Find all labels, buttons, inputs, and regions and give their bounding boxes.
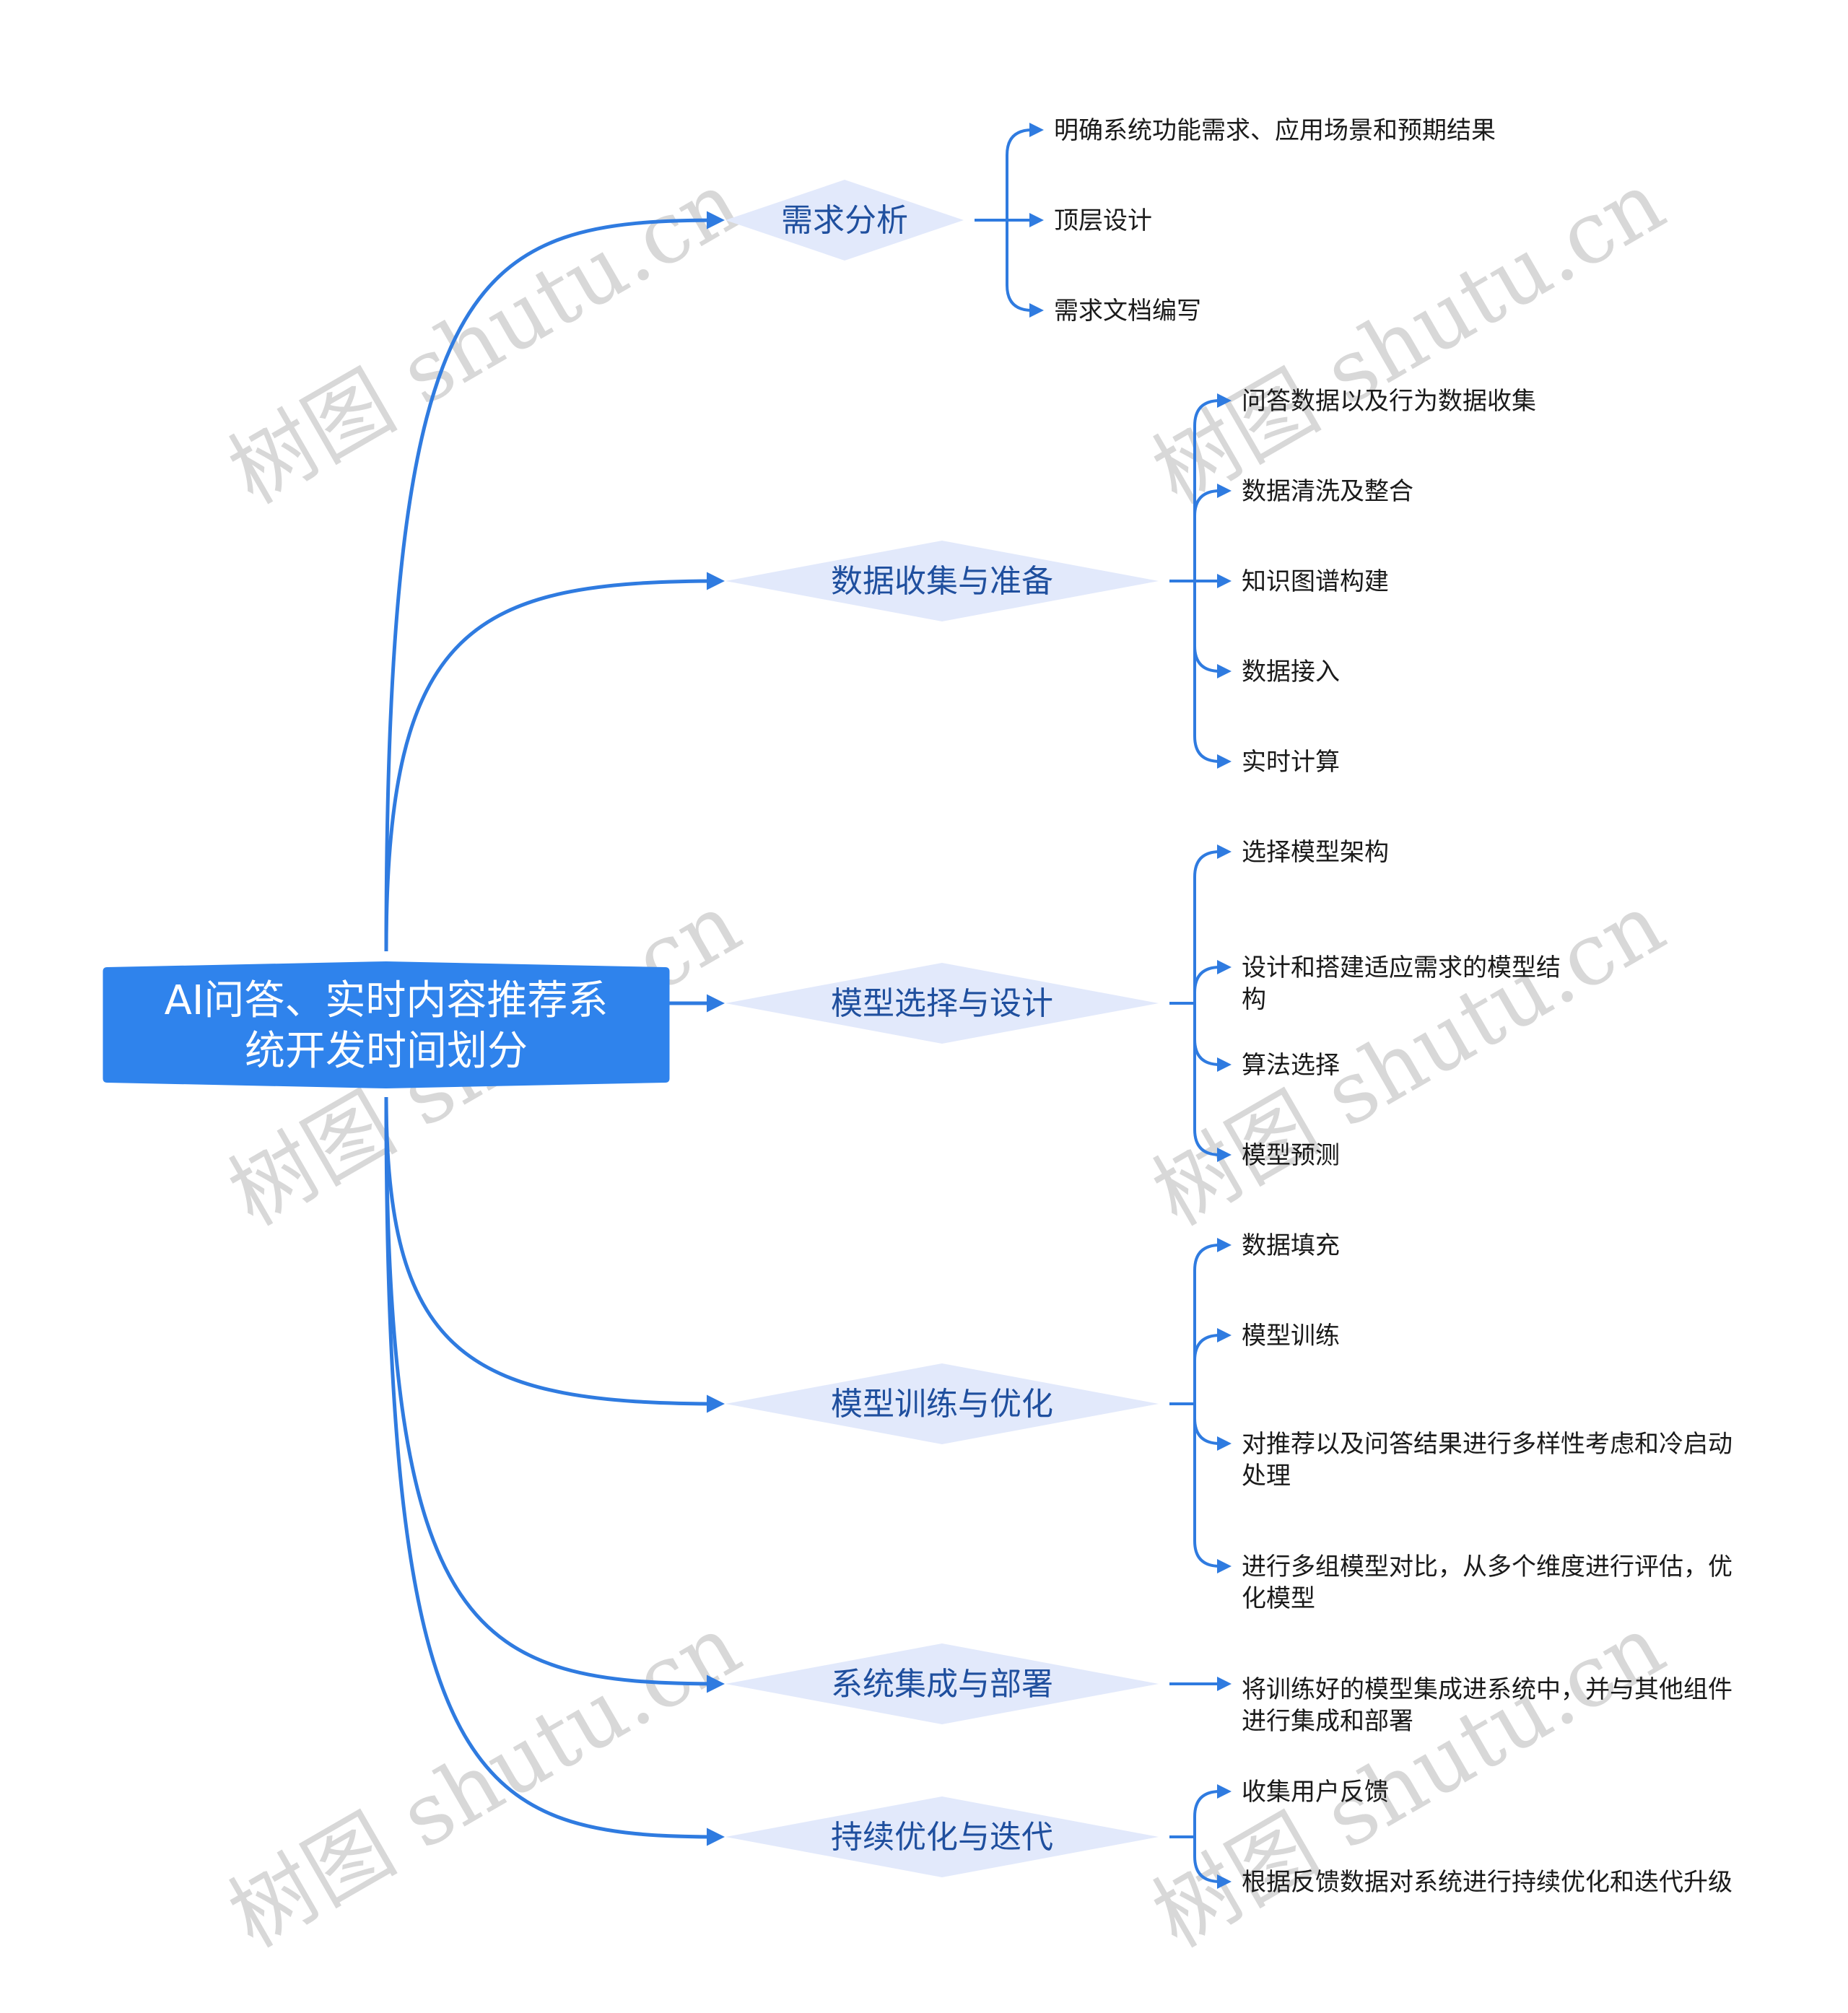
leaf-node-text[interactable]: 对推荐以及问答结果进行多样性考虑和冷启动	[1242, 1430, 1732, 1459]
branch-label: 模型训练与优化	[831, 1386, 1053, 1423]
connector-branch-to-leaf	[1193, 484, 1232, 581]
connector-root-to-branch	[384, 1096, 725, 1693]
connector-branch-to-leaf	[1193, 1404, 1232, 1451]
connector-branch-to-leaf	[1193, 844, 1232, 1003]
branch-label: 系统集成与部署	[831, 1666, 1053, 1703]
connector-branch-to-leaf	[1193, 960, 1232, 1003]
watermark-text: 树图 shutu.cn	[1137, 873, 1680, 1244]
connector-branch-to-leaf	[1193, 1003, 1232, 1162]
connector-root-to-branch	[384, 1096, 725, 1846]
connector-branch-to-leaf	[1193, 1404, 1232, 1573]
leaf-node-text[interactable]: 选择模型架构	[1242, 838, 1389, 867]
watermark-text: 树图 shutu.cn	[213, 152, 756, 523]
watermark-text: 树图 shutu.cn	[1137, 1595, 1680, 1966]
leaf-node-text[interactable]: 收集用户反馈	[1242, 1778, 1389, 1807]
branch-label: 持续优化与迭代	[831, 1819, 1053, 1856]
root-title-line: 统开发时间划分	[245, 1028, 528, 1075]
leaf-node-text[interactable]: 进行集成和部署	[1242, 1707, 1413, 1736]
branch-label: 数据收集与准备	[831, 563, 1053, 600]
connector-branch-to-leaf	[1006, 123, 1044, 220]
connector-branch-to-leaf	[1193, 581, 1232, 769]
leaf-node-text[interactable]: 化模型	[1242, 1584, 1315, 1613]
leaf-node-text[interactable]: 数据清洗及整合	[1242, 477, 1413, 506]
connector-branch-to-leaf	[1193, 581, 1232, 678]
leaf-node-text[interactable]: 问答数据以及行为数据收集	[1242, 387, 1536, 416]
connector-root-to-branch	[384, 1096, 725, 1413]
leaf-node-text[interactable]: 处理	[1242, 1462, 1291, 1490]
connector-branch-to-leaf	[1193, 1784, 1232, 1837]
leaf-node-text[interactable]: 设计和搭建适应需求的模型结	[1242, 953, 1561, 982]
leaf-node-text[interactable]: 数据接入	[1242, 658, 1340, 686]
branch-node[interactable]	[725, 1643, 1159, 1724]
watermark-text: 树图 shutu.cn	[213, 1595, 756, 1966]
leaf-node-text[interactable]: 实时计算	[1242, 748, 1340, 777]
branch-node[interactable]	[725, 180, 964, 261]
connector-branch-to-leaf	[1193, 393, 1232, 581]
connector-layer	[384, 123, 1232, 1889]
connector-branch-to-leaf	[1193, 1003, 1232, 1072]
connector-branch-to-leaf	[1193, 1238, 1232, 1404]
leaf-node-text[interactable]: 构	[1242, 985, 1266, 1014]
leaf-node-text[interactable]: 根据反馈数据对系统进行持续优化和迭代升级	[1242, 1868, 1732, 1897]
branch-node[interactable]	[725, 1363, 1159, 1444]
leaf-node-text[interactable]: 数据填充	[1242, 1231, 1340, 1260]
connector-branch-to-leaf	[1006, 220, 1044, 318]
root-title-line: AI问答、实时内容推荐系	[165, 977, 609, 1024]
branch-label: 需求分析	[781, 202, 908, 239]
leaf-node-text[interactable]: 需求文档编写	[1054, 297, 1201, 326]
leaf-node-text[interactable]: 顶层设计	[1054, 206, 1152, 235]
leaf-node-text[interactable]: 算法选择	[1242, 1051, 1340, 1080]
leaf-node-text[interactable]: 模型预测	[1242, 1141, 1340, 1170]
connector-root-to-branch	[384, 572, 725, 952]
leaf-node-text[interactable]: 模型训练	[1242, 1322, 1340, 1350]
branch-label: 模型选择与设计	[831, 985, 1053, 1022]
leaf-node-text[interactable]: 知识图谱构建	[1242, 567, 1389, 596]
leaf-node-text[interactable]: 将训练好的模型集成进系统中，并与其他组件	[1242, 1675, 1732, 1704]
leaf-node-text[interactable]: 明确系统功能需求、应用场景和预期结果	[1054, 116, 1496, 145]
watermark-text: 树图 shutu.cn	[1137, 152, 1680, 523]
branch-node[interactable]	[725, 541, 1159, 621]
connector-branch-to-leaf	[1193, 1837, 1232, 1889]
leaf-node-text[interactable]: 进行多组模型对比，从多个维度进行评估，优	[1242, 1553, 1732, 1581]
branch-node[interactable]	[725, 1796, 1159, 1877]
connector-root-to-branch	[384, 211, 725, 952]
root-node[interactable]	[103, 961, 670, 1088]
connector-branch-to-leaf	[1193, 1328, 1232, 1404]
branch-node[interactable]	[725, 963, 1159, 1044]
